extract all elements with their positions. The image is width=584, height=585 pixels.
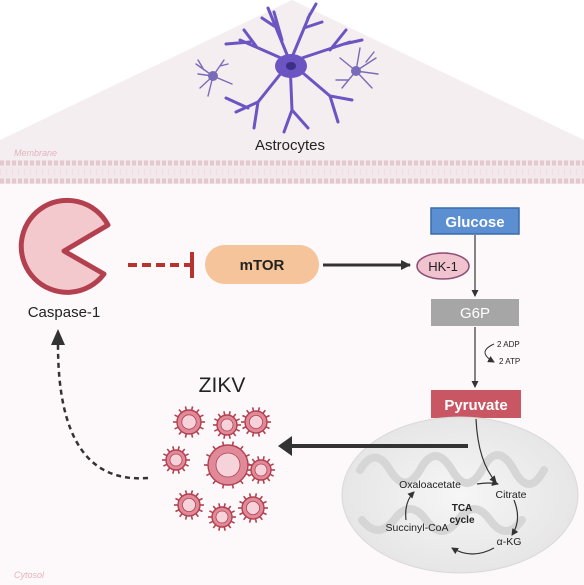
hk1-label: HK-1 — [428, 259, 458, 274]
virus-particle — [213, 411, 241, 439]
citrate-label: Citrate — [496, 489, 527, 501]
mtor-label: mTOR — [240, 257, 285, 274]
tca-to-zikv-arrowhead — [278, 436, 292, 456]
astrocyte-small-right-icon — [335, 47, 379, 89]
tca-center-label-2: cycle — [449, 515, 474, 526]
zikv-to-caspase-arrow — [56, 344, 149, 480]
zikv-to-caspase-arrowhead — [51, 329, 65, 345]
glucose-node — [430, 207, 520, 235]
oxaloacetate-label: Oxaloacetate — [399, 479, 461, 491]
g6p-label: G6P — [460, 305, 490, 322]
adp-atp-curve — [484, 343, 495, 363]
pyruvate-node — [431, 390, 521, 418]
mtor-node — [205, 245, 319, 284]
zikv-virus-cluster — [162, 406, 275, 531]
membrane-label: Membrane — [14, 148, 57, 158]
mitochondrion — [341, 416, 579, 574]
atp-label: 2 ATP — [499, 357, 520, 366]
virus-particle — [238, 493, 268, 523]
akg-label: α-KG — [497, 536, 522, 548]
astrocytes-label: Astrocytes — [255, 137, 325, 154]
tca-cycle-arrows — [405, 479, 519, 555]
g6p-node — [431, 299, 519, 326]
virus-particle — [241, 407, 271, 437]
virus-particle — [208, 503, 236, 531]
astrocyte-small-left-icon — [195, 59, 233, 97]
tca-center-label-1: TCA — [452, 503, 473, 514]
caspase-1-label: Caspase-1 — [28, 304, 101, 321]
cytosol-label: Cytosol — [14, 570, 45, 580]
virus-particle — [204, 441, 252, 489]
succinyl-coa-label: Succinyl-CoA — [385, 522, 448, 534]
virus-particle — [174, 490, 204, 520]
pyruvate-label: Pyruvate — [444, 397, 507, 414]
pyruvate-to-citrate-arrow — [475, 418, 497, 483]
astrocyte-main-icon — [224, 2, 364, 134]
zikv-label: ZIKV — [199, 374, 246, 397]
glucose-label: Glucose — [445, 214, 504, 231]
caspase-1-icon — [18, 197, 111, 295]
virus-particle — [173, 406, 205, 438]
virus-particle — [162, 446, 190, 474]
virus-particle — [247, 456, 275, 484]
hk1-node — [416, 252, 470, 280]
adp-label: 2 ADP — [497, 340, 520, 349]
cell-membrane — [0, 160, 584, 184]
